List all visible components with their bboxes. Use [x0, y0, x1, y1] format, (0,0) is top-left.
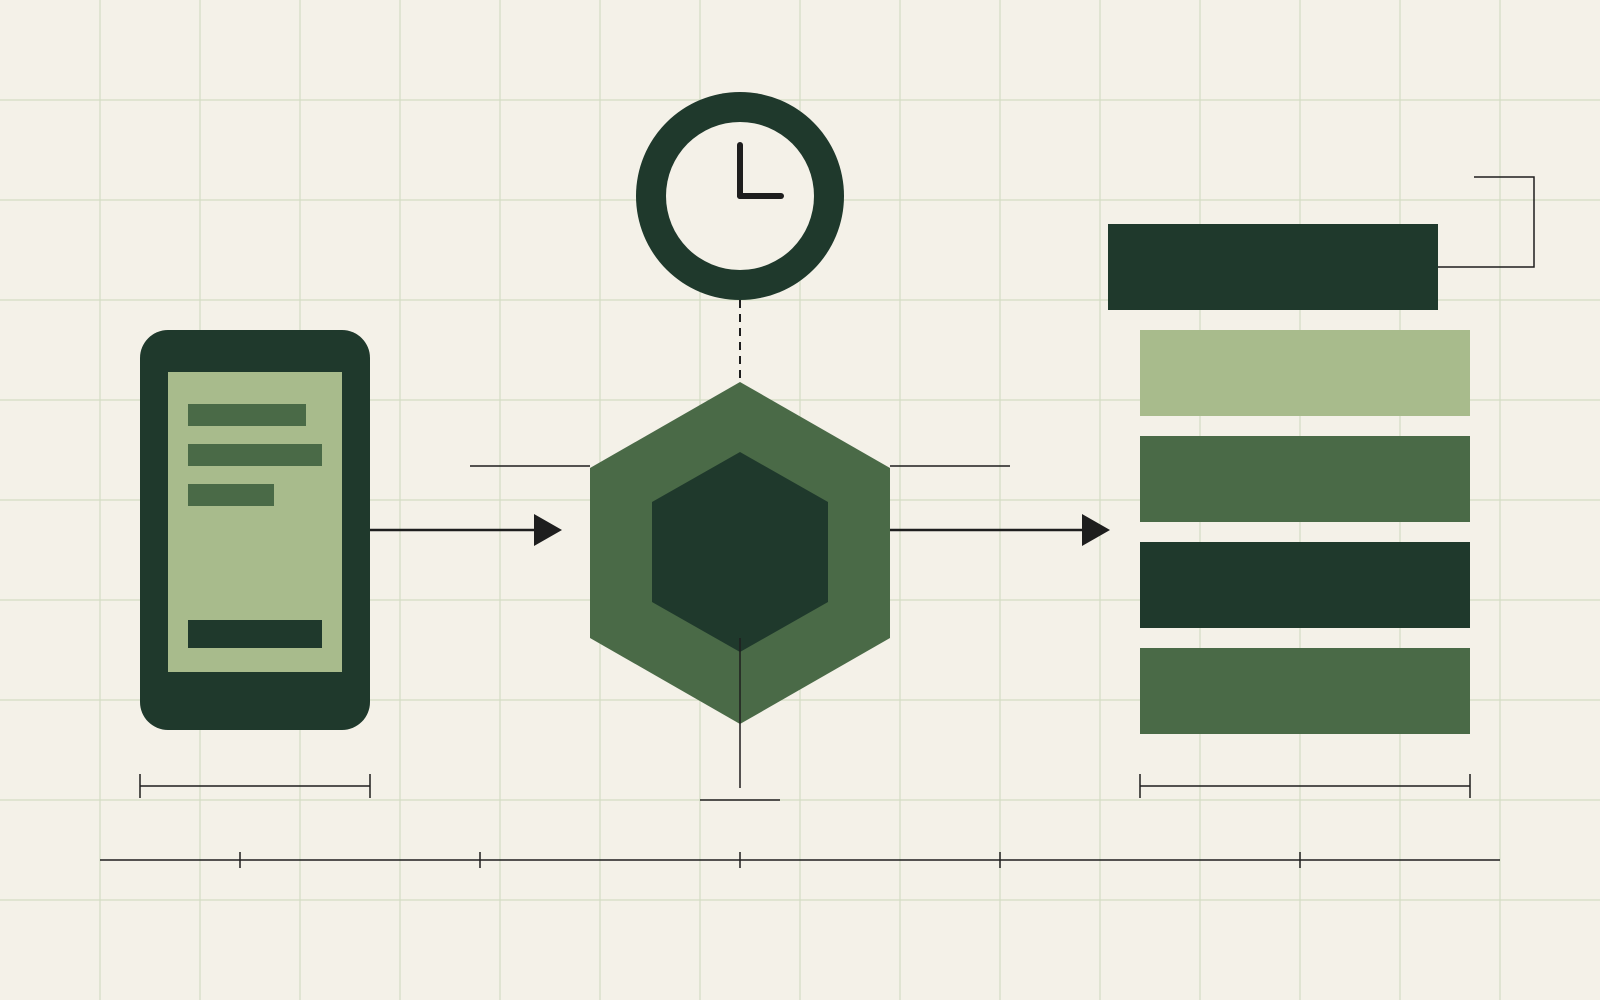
hexagon-icon: [590, 382, 890, 724]
phone-dimension-line: [139, 774, 371, 798]
clock-icon: [636, 92, 844, 300]
output-dimension-line: [1139, 774, 1471, 798]
output-bar: [1140, 436, 1470, 522]
hexagon-guides: [470, 465, 1010, 801]
arrow-head-icon: [534, 514, 562, 546]
timeline-axis: [100, 852, 1500, 868]
phone-screen-line: [188, 444, 322, 466]
phone-screen-line: [188, 484, 274, 506]
output-header-bar: [1108, 224, 1438, 310]
output-bar: [1140, 542, 1470, 628]
arrow-to-output: [890, 514, 1110, 546]
output-bar: [1140, 648, 1470, 734]
hexagon-inner: [652, 452, 828, 652]
header-callout-bracket: [1438, 176, 1535, 268]
arrow-head-icon: [1082, 514, 1110, 546]
phone-screen-line: [188, 404, 306, 426]
phone-screen-button: [188, 620, 322, 648]
smartphone-icon: [140, 330, 370, 730]
output-bar: [1140, 330, 1470, 416]
arrow-to-processor: [370, 514, 562, 546]
stacked-bars-icon: [1108, 224, 1470, 734]
